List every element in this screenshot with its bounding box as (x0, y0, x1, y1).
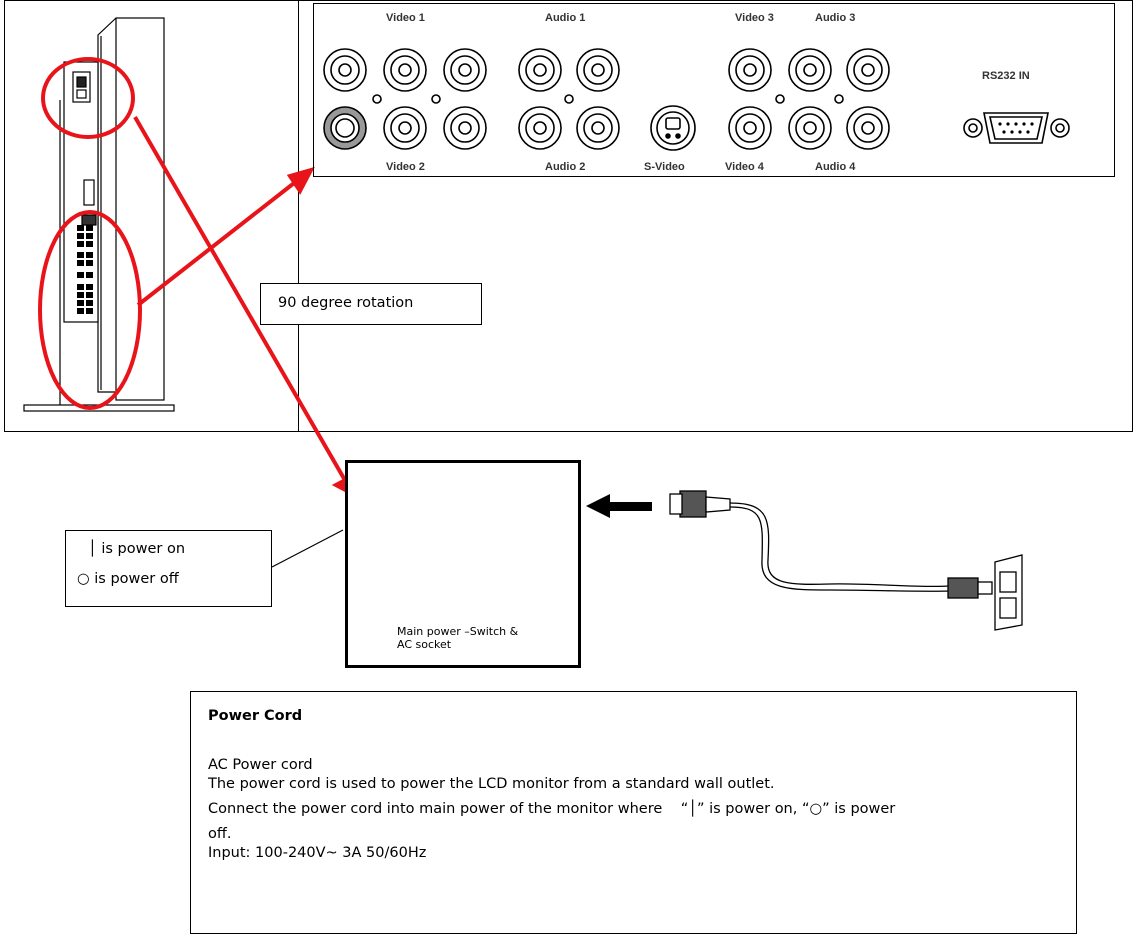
red-highlight-ellipses (38, 57, 142, 410)
label-s-video: S-Video (644, 161, 685, 173)
power-socket-closeup-frame (345, 460, 581, 668)
socket-caption-line1: Main power –Switch & (397, 625, 519, 638)
plug-arrow (586, 494, 652, 518)
label-video-2: Video 2 (386, 161, 425, 173)
socket-caption: Main power –Switch & AC socket (397, 625, 518, 651)
top-figure-divider (298, 0, 299, 432)
rear-panel-connectors (323, 48, 1070, 151)
label-audio-3: Audio 3 (815, 12, 856, 24)
label-video-1: Video 1 (386, 12, 425, 24)
label-video-3: Video 3 (735, 12, 774, 24)
power-cord-title: Power Cord (208, 708, 303, 724)
power-cord-line-1: AC Power cord (208, 757, 313, 773)
power-switch-callout: │ is power on ○ is power off (65, 530, 272, 607)
rear-panel-frame (313, 3, 1115, 177)
power-callout-leader (271, 529, 344, 568)
power-cord-line-4: off. (208, 826, 232, 842)
red-pointer-arrows (133, 115, 356, 498)
rotation-callout-text: 90 degree rotation (278, 295, 414, 311)
label-video-4: Video 4 (725, 161, 764, 173)
rotation-callout: 90 degree rotation (260, 283, 482, 325)
socket-caption-line2: AC socket (397, 638, 452, 651)
power-on-text: │ is power on (88, 541, 186, 557)
label-audio-2: Audio 2 (545, 161, 586, 173)
power-cord-line-2: The power cord is used to power the LCD … (208, 776, 775, 792)
side-port-clusters (77, 225, 93, 314)
power-cord-line-5: Input: 100-240V~ 3A 50/60Hz (208, 845, 427, 861)
top-figure-frame (4, 0, 1133, 432)
label-rs232-in: RS232 IN (982, 70, 1030, 82)
label-audio-4: Audio 4 (815, 161, 856, 173)
power-cord-drawing (669, 490, 1023, 631)
power-cord-line-3: Connect the power cord into main power o… (208, 801, 896, 817)
label-audio-1: Audio 1 (545, 12, 586, 24)
power-off-text: ○ is power off (77, 571, 179, 587)
